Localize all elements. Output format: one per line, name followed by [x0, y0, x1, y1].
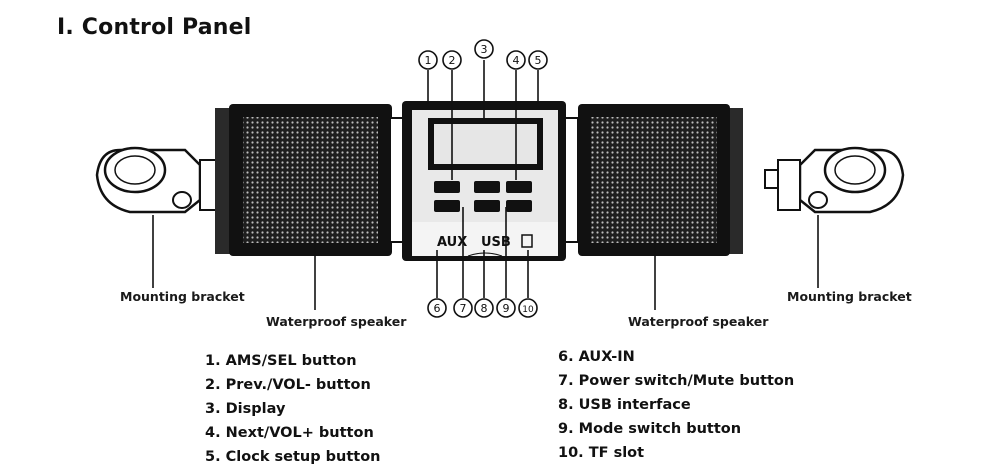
callout-number: 3 [481, 43, 488, 56]
right-speaker [563, 104, 743, 256]
legend-left: 1. AMS/SEL button 2. Prev./VOL- button 3… [205, 349, 381, 469]
head-unit: AUX USB [402, 101, 566, 261]
right-bracket-label: Mounting bracket [787, 289, 912, 304]
left-speaker [215, 104, 405, 256]
legend-item: 10. TF slot [558, 445, 645, 461]
legend-item: 1. AMS/SEL button [205, 353, 357, 369]
callout-circle [496, 298, 516, 318]
callout-circle [418, 50, 438, 70]
callout-number: 7 [460, 302, 467, 315]
right-speaker-label: Waterproof speaker [628, 314, 769, 329]
legend-item: 9. Mode switch button [558, 421, 742, 437]
callout-number: 9 [503, 302, 510, 315]
callout-number: 2 [449, 54, 456, 67]
callout-circle [474, 298, 494, 318]
legend-item: 2. Prev./VOL- button [205, 377, 371, 393]
page-title: I. Control Panel [57, 15, 252, 40]
left-mounting-bracket [95, 146, 236, 214]
callout-circle [453, 298, 473, 318]
callout-circle [474, 39, 494, 59]
callout-circle [528, 50, 548, 70]
tf-slot-icon [521, 234, 533, 248]
callout-number: 10 [522, 305, 534, 315]
callout-number: 5 [535, 54, 542, 67]
callout-circle [442, 50, 462, 70]
legend-right: 6. AUX-IN 7. Power switch/Mute button 8.… [558, 345, 794, 465]
left-bracket-label: Mounting bracket [120, 289, 245, 304]
legend-item: 6. AUX-IN [558, 349, 635, 365]
right-mounting-bracket [764, 146, 905, 214]
usb-port-label: USB [481, 235, 511, 250]
left-speaker-label: Waterproof speaker [266, 314, 407, 329]
callout-circle [506, 50, 526, 70]
legend-item: 7. Power switch/Mute button [558, 373, 795, 389]
callout-circle [427, 298, 447, 318]
aux-port-label: AUX [437, 235, 467, 250]
callout-number: 4 [513, 54, 520, 67]
legend-item: 8. USB interface [558, 397, 691, 413]
callout-number: 8 [481, 302, 488, 315]
legend-item: 4. Next/VOL+ button [205, 425, 374, 441]
callout-markers: 1 2 3 4 5 6 7 8 9 10 [418, 39, 548, 318]
legend-item: 3. Display [205, 401, 286, 417]
legend-item: 5. Clock setup button [205, 449, 381, 465]
callout-number: 6 [434, 302, 441, 315]
callout-circle [518, 298, 538, 318]
callout-number: 1 [425, 54, 432, 67]
callout-leaders [152, 60, 819, 310]
